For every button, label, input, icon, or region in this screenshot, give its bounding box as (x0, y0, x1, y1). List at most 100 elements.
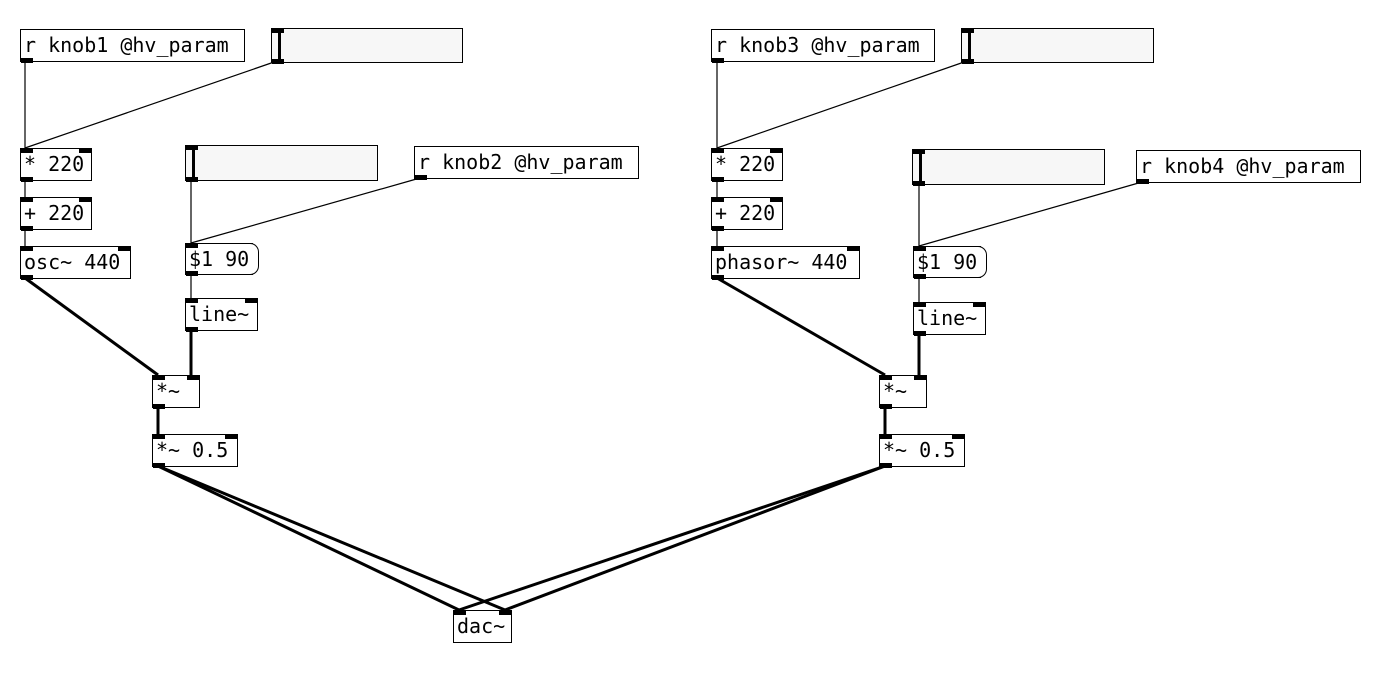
slider-handle[interactable] (192, 146, 195, 180)
multiply-object[interactable]: * 220 (711, 147, 783, 182)
hslider-4[interactable] (912, 148, 1105, 186)
message-box[interactable]: $1 90 (185, 242, 259, 276)
inlet[interactable] (153, 433, 165, 439)
hslider-1[interactable] (271, 27, 463, 64)
inlet[interactable] (914, 374, 926, 380)
inlet[interactable] (770, 147, 782, 153)
object-label: * 220 (715, 152, 776, 176)
line-object[interactable]: line~ (913, 301, 986, 336)
inlet[interactable] (499, 609, 511, 615)
inlet[interactable] (21, 147, 33, 153)
inlet[interactable] (454, 609, 466, 615)
signal-multiply-object[interactable]: *~ (879, 374, 927, 409)
outlet[interactable] (712, 274, 724, 280)
object-label: line~ (189, 302, 250, 326)
inlet[interactable] (712, 245, 724, 251)
inlet[interactable] (770, 196, 782, 202)
outlet[interactable] (21, 225, 33, 231)
dac-object[interactable]: dac~ (453, 609, 512, 643)
object-label: r knob1 @hv_param (24, 33, 229, 57)
outlet[interactable] (914, 330, 926, 336)
outlet[interactable] (1137, 178, 1149, 184)
hslider-2[interactable] (185, 144, 378, 182)
outlet[interactable] (153, 462, 165, 468)
outlet[interactable] (21, 57, 33, 63)
inlet[interactable] (186, 144, 198, 150)
receive-knob3-object[interactable]: r knob3 @hv_param (711, 29, 935, 63)
object-label: r knob2 @hv_param (418, 150, 623, 174)
osc-object[interactable]: osc~ 440 (20, 245, 131, 280)
outlet[interactable] (272, 58, 284, 64)
inlet[interactable] (847, 245, 859, 251)
signal-cord (716, 276, 886, 377)
gain-object[interactable]: *~ 0.5 (879, 433, 965, 468)
receive-knob4-object[interactable]: r knob4 @hv_param (1136, 150, 1361, 184)
inlet[interactable] (225, 433, 237, 439)
hslider-3[interactable] (961, 27, 1154, 64)
object-label: + 220 (715, 201, 776, 225)
object-label: + 220 (24, 201, 85, 225)
inlet[interactable] (880, 433, 892, 439)
inlet[interactable] (153, 374, 165, 380)
inlet[interactable] (79, 147, 91, 153)
inlet[interactable] (245, 297, 257, 303)
receive-knob1-object[interactable]: r knob1 @hv_param (20, 29, 245, 63)
outlet[interactable] (712, 176, 724, 182)
inlet[interactable] (962, 27, 974, 33)
multiply-object[interactable]: * 220 (20, 147, 92, 182)
inlet[interactable] (186, 242, 198, 248)
inlet[interactable] (880, 374, 892, 380)
inlet[interactable] (973, 301, 985, 307)
outlet[interactable] (712, 57, 724, 63)
receive-knob2-object[interactable]: r knob2 @hv_param (414, 146, 639, 180)
object-label: r knob4 @hv_param (1140, 154, 1345, 178)
signal-cord (24, 276, 159, 377)
cord (190, 177, 421, 244)
message-label: $1 90 (189, 247, 250, 271)
outlet[interactable] (21, 274, 33, 280)
outlet[interactable] (186, 270, 198, 276)
object-label: *~ (156, 379, 181, 403)
object-label: r knob3 @hv_param (715, 33, 920, 57)
outlet[interactable] (962, 58, 974, 64)
inlet[interactable] (914, 245, 926, 251)
slider-handle[interactable] (968, 29, 971, 62)
inlet[interactable] (914, 301, 926, 307)
add-object[interactable]: + 220 (711, 196, 783, 231)
outlet[interactable] (186, 326, 198, 332)
inlet[interactable] (21, 245, 33, 251)
outlet[interactable] (186, 176, 198, 182)
inlet[interactable] (712, 147, 724, 153)
inlet[interactable] (79, 196, 91, 202)
inlet[interactable] (712, 196, 724, 202)
object-label: *~ (883, 379, 908, 403)
outlet[interactable] (415, 174, 427, 180)
slider-handle[interactable] (278, 29, 281, 62)
outlet[interactable] (712, 225, 724, 231)
inlet[interactable] (272, 27, 284, 33)
add-object[interactable]: + 220 (20, 196, 92, 231)
signal-cord (157, 464, 460, 612)
gain-object[interactable]: *~ 0.5 (152, 433, 238, 468)
outlet[interactable] (880, 403, 892, 409)
phasor-object[interactable]: phasor~ 440 (711, 245, 860, 280)
message-box[interactable]: $1 90 (913, 245, 987, 279)
outlet[interactable] (21, 176, 33, 182)
signal-multiply-object[interactable]: *~ (152, 374, 200, 409)
outlet[interactable] (914, 273, 926, 279)
inlet[interactable] (913, 148, 925, 154)
inlet[interactable] (21, 196, 33, 202)
outlet[interactable] (913, 180, 925, 186)
inlet[interactable] (187, 374, 199, 380)
inlet[interactable] (186, 297, 198, 303)
object-label: *~ 0.5 (883, 438, 956, 462)
outlet[interactable] (153, 403, 165, 409)
inlet[interactable] (952, 433, 964, 439)
message-label: $1 90 (917, 250, 978, 274)
outlet[interactable] (880, 462, 892, 468)
inlet[interactable] (118, 245, 130, 251)
object-label: * 220 (24, 152, 85, 176)
line-object[interactable]: line~ (185, 297, 258, 332)
slider-handle[interactable] (919, 150, 922, 184)
